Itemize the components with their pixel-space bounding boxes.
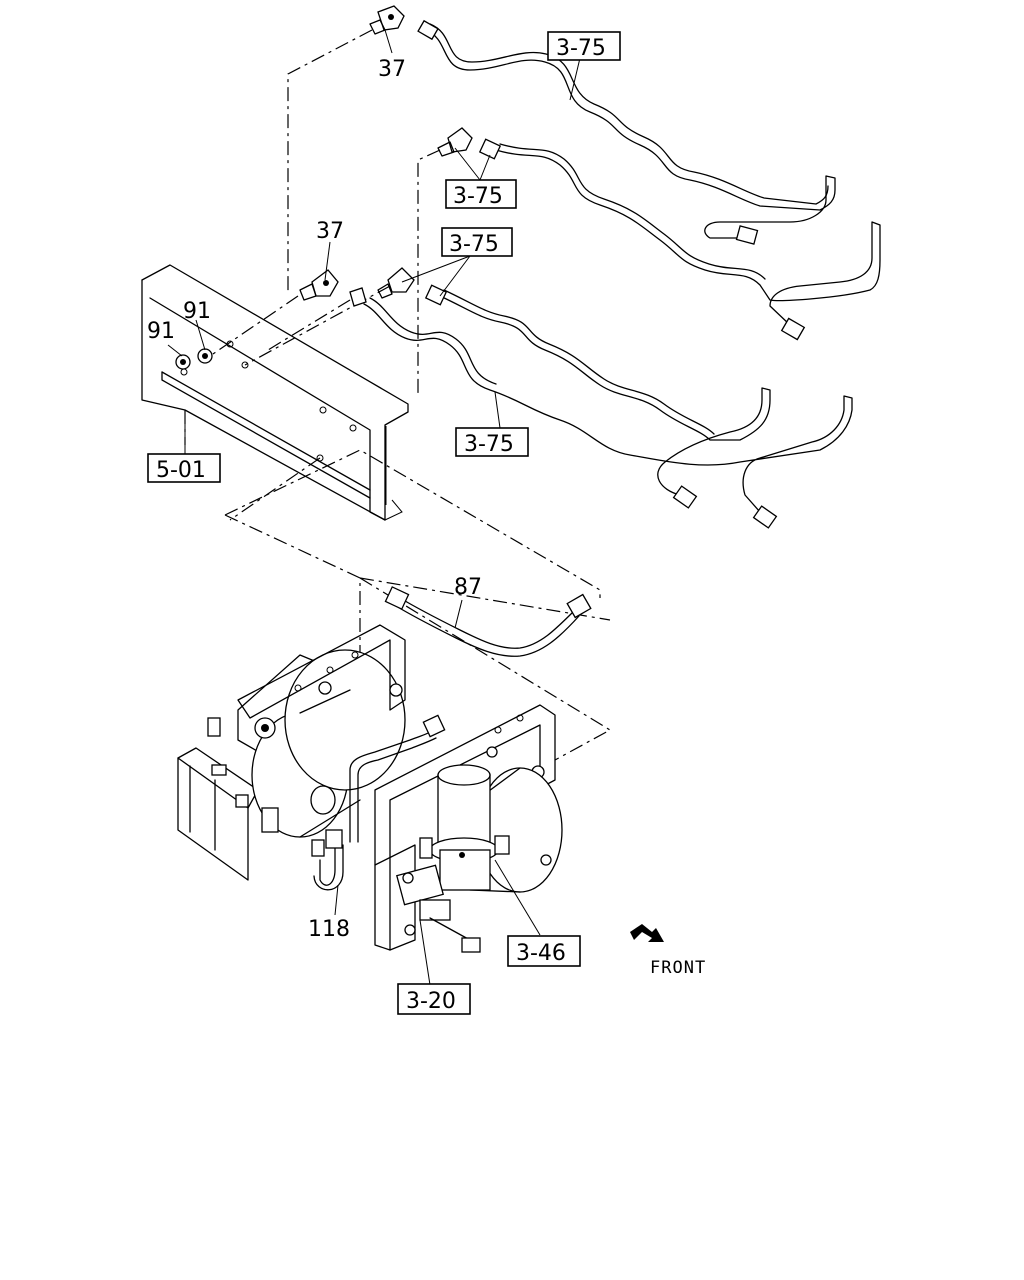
pipe-bottom (363, 297, 853, 529)
boxed-ref-pipe-top[interactable]: 3-75 (547, 31, 621, 61)
callout-37-top: 37 (378, 57, 406, 82)
boxed-ref-pipe-upper-mid-label: 3-75 (453, 184, 503, 209)
boxed-ref-pipe-bottom[interactable]: 3-75 (455, 427, 529, 457)
nut-91-a (175, 354, 191, 370)
boxed-ref-frame[interactable]: 5-01 (147, 453, 221, 483)
elbow-fitting-upper-right (437, 127, 473, 157)
callout-118: 118 (308, 917, 350, 942)
valve-assembly (396, 864, 481, 953)
boxed-ref-valve[interactable]: 3-20 (397, 983, 471, 1015)
frame-rail (141, 264, 409, 521)
bracket-left (177, 747, 259, 881)
boxed-ref-pipe-lower-mid-label: 3-75 (449, 232, 499, 257)
leader-lines (167, 29, 581, 986)
air-dryer (419, 764, 510, 891)
elbow-fitting-lower (349, 267, 415, 307)
nut-91-b (197, 348, 213, 364)
pipe-top (417, 19, 836, 245)
hose-87 (359, 577, 611, 657)
mount-plate-rear (237, 624, 406, 719)
pipe-118 (311, 829, 344, 891)
boxed-ref-frame-label: 5-01 (156, 458, 206, 483)
boxed-ref-pipe-bottom-label: 3-75 (464, 432, 514, 457)
elbow-fitting-37-mid (299, 269, 339, 301)
compressor-body (207, 649, 406, 838)
callout-91-b: 91 (147, 319, 175, 344)
pipe-lower-mid (424, 284, 771, 509)
pipe-upper-mid (478, 138, 881, 341)
callout-87: 87 (454, 575, 482, 600)
boxed-ref-pipe-top-label: 3-75 (556, 36, 606, 61)
boxed-ref-dryer[interactable]: 3-46 (507, 935, 581, 967)
boxed-ref-dryer-label: 3-46 (516, 941, 566, 966)
callout-91-a: 91 (183, 299, 211, 324)
pipe-compressor-outlet (349, 714, 446, 843)
assembly-lines (184, 29, 612, 761)
front-arrow-icon (630, 924, 664, 942)
callout-37-mid: 37 (316, 219, 344, 244)
boxed-ref-valve-label: 3-20 (406, 989, 456, 1014)
elbow-fitting-37-top (369, 5, 405, 35)
boxed-ref-pipe-upper-mid[interactable]: 3-75 (445, 179, 517, 209)
boxed-ref-pipe-lower-mid[interactable]: 3-75 (441, 227, 513, 257)
front-label: FRONT (650, 958, 706, 978)
